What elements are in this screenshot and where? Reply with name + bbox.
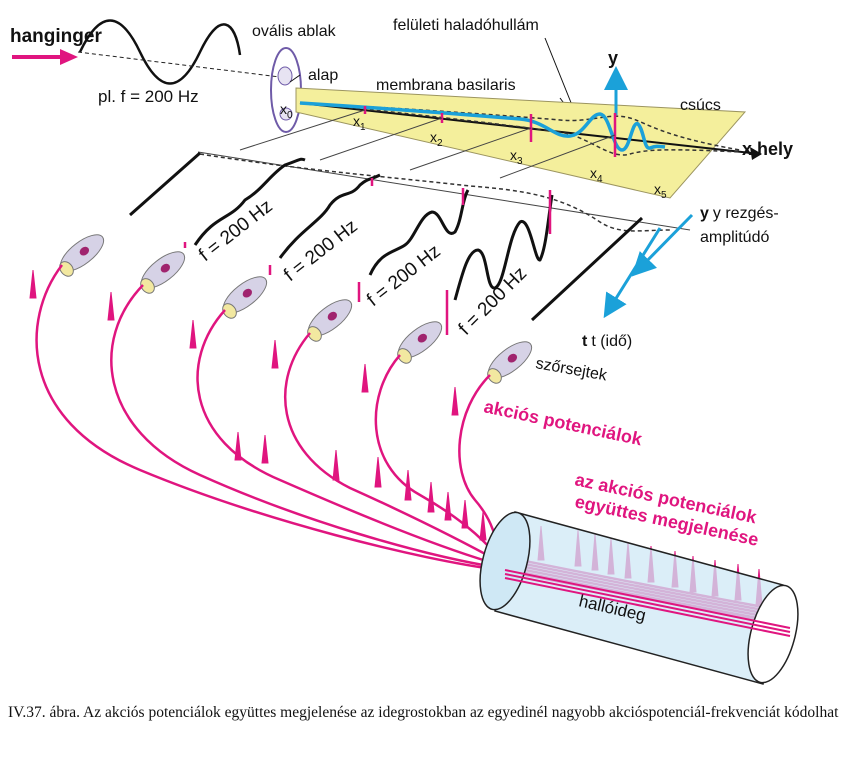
wave-label-4: f = 200 Hz xyxy=(455,263,531,339)
waveform-markers xyxy=(183,178,552,335)
oval-window-inner xyxy=(277,66,293,86)
t-axis xyxy=(603,227,662,319)
waveform-3 xyxy=(368,189,470,276)
x-axis-head xyxy=(750,147,762,160)
wave-label-2: f = 200 Hz xyxy=(280,216,362,286)
base-pointer xyxy=(289,74,301,83)
freq-example-label: pl. f = 200 Hz xyxy=(98,87,199,106)
amplitude-envelope xyxy=(199,153,671,232)
hair-cells-label: szőrsejtek xyxy=(534,355,609,384)
base-label: alap xyxy=(308,67,338,84)
x0-label: x0 xyxy=(280,101,293,121)
waveform-2 xyxy=(278,173,381,259)
hair-cells xyxy=(59,234,533,384)
sound-label: hanginger xyxy=(10,26,102,47)
x1-label: x1 xyxy=(353,113,366,133)
cochlea-diagram: hanginger pl. f = 200 Hz ovális ablak al… xyxy=(10,17,799,685)
waveform-0 xyxy=(129,151,201,217)
action-potentials-label: akciós potenciálok xyxy=(482,396,645,449)
x2-label: x2 xyxy=(430,129,443,149)
wave-label-3: f = 200 Hz xyxy=(363,241,445,311)
x4-label: x4 xyxy=(590,165,603,185)
hair-cell-2 xyxy=(140,251,186,294)
wave-labels: f = 200 Hz f = 200 Hz f = 200 Hz f = 200… xyxy=(195,196,531,340)
x-axis-label: x hely xyxy=(742,139,793,159)
figure-caption: IV.37. ábra. Az akciós potenciálok együt… xyxy=(8,704,839,721)
waveform-5 xyxy=(530,216,644,322)
traveling-wave-label: felületi haladóhullám xyxy=(393,17,539,34)
hair-cell-6 xyxy=(487,341,533,384)
y-vibration-label-2: amplitúdó xyxy=(700,229,769,246)
x5-label: x5 xyxy=(654,181,667,201)
sound-axis xyxy=(77,51,281,78)
waveform-4 xyxy=(453,194,554,301)
y-vibration-axis xyxy=(631,213,694,277)
apex-label: csúcs xyxy=(680,97,721,114)
round-window-inner xyxy=(279,107,293,121)
sound-arrow xyxy=(12,49,78,65)
hair-cell-4 xyxy=(307,299,353,342)
x-positions: x0 x1 x2 x3 x4 x5 xyxy=(280,101,667,201)
traveling-wave-envelope-bottom xyxy=(299,102,741,156)
hair-cell-1 xyxy=(59,234,105,277)
traveling-wave xyxy=(299,101,666,152)
waveforms xyxy=(129,151,644,322)
oval-window-label: ovális ablak xyxy=(252,23,337,40)
x3-label: x3 xyxy=(510,147,523,167)
fiber-ends xyxy=(504,569,791,637)
waveform-1 xyxy=(193,157,306,246)
sound-wave xyxy=(78,19,242,85)
hair-cell-5 xyxy=(397,321,443,364)
basilar-membrane-label: membrana basilaris xyxy=(376,77,516,94)
hair-cell-3 xyxy=(222,276,268,319)
y-axis-label: y xyxy=(608,48,618,68)
